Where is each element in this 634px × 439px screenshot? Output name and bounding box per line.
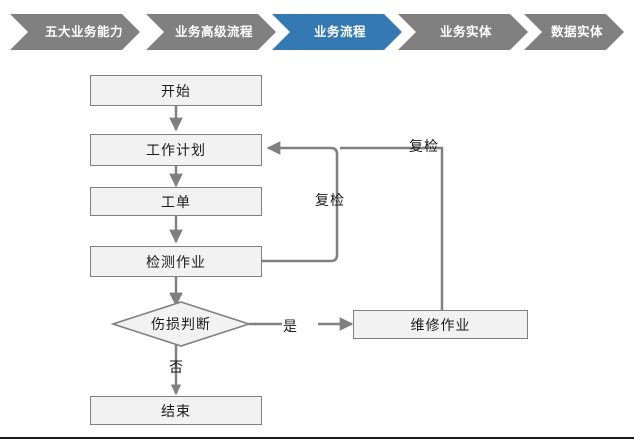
edge-label-no: 否 <box>169 360 184 376</box>
breadcrumb-chevron-3[interactable] <box>398 14 528 50</box>
edge-recheck-outer <box>340 146 444 312</box>
node-damage-decision-shape[interactable] <box>110 299 252 349</box>
node-work-plan[interactable]: 工作计划 <box>90 134 262 166</box>
node-repair-task[interactable]: 维修作业 <box>353 310 528 339</box>
breadcrumb-chevron-1[interactable] <box>146 14 276 50</box>
node-inspection-task[interactable]: 检测作业 <box>90 246 262 277</box>
edge-recheck-inner <box>262 141 339 263</box>
breadcrumb-shapes <box>10 14 624 50</box>
breadcrumb-chevron-2[interactable] <box>272 14 402 50</box>
edge-label-yes: 是 <box>283 319 298 335</box>
breadcrumb-chevron-0[interactable] <box>10 14 140 50</box>
edge-label-recheck-inner: 复检 <box>315 193 345 209</box>
node-work-order[interactable]: 工单 <box>90 187 262 216</box>
node-end[interactable]: 结束 <box>90 396 262 425</box>
breadcrumb-chevron-4[interactable] <box>524 14 624 50</box>
node-start[interactable]: 开始 <box>90 75 262 106</box>
edge-label-recheck-outer: 复检 <box>409 139 439 155</box>
